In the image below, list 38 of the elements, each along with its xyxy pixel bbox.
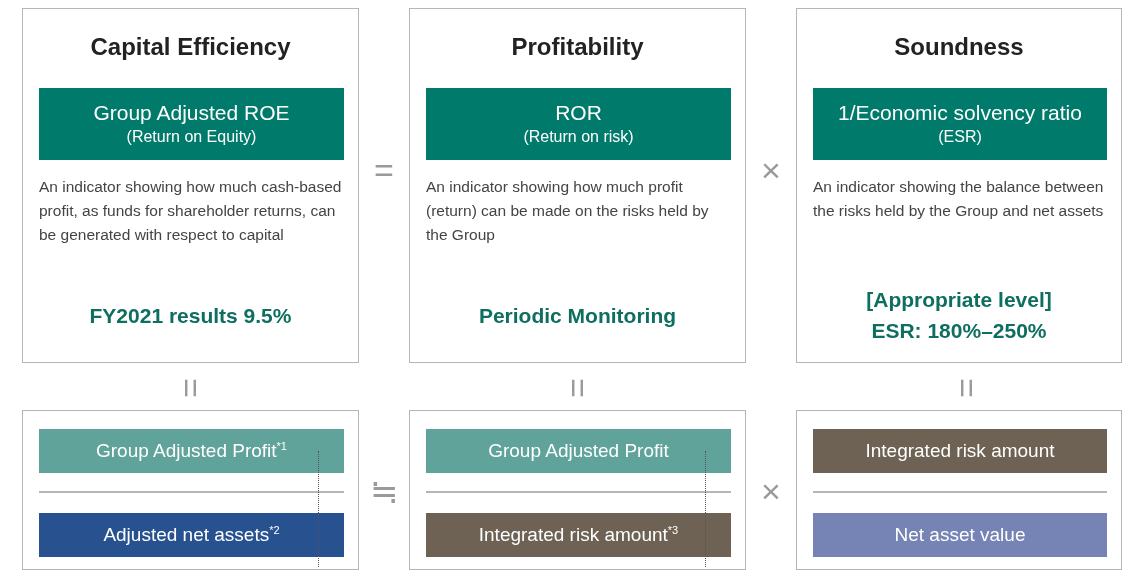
indicator-box: [813, 88, 1107, 160]
operator-sign: ×: [760, 153, 782, 187]
indicator-subtitle: (ESR): [938, 127, 982, 147]
result-text: Periodic Monitoring: [478, 302, 677, 329]
indicator-name: ROR: [555, 100, 602, 126]
operator-sign: =: [950, 377, 984, 400]
result-text: [Appropriate level]: [866, 287, 1052, 313]
operator-sign: =: [174, 377, 208, 400]
indicator-box: [39, 88, 344, 160]
term-bar: Adjusted net assets$^{*2}$: [39, 513, 344, 557]
term-bar: Integrated risk amount: [813, 429, 1107, 473]
operator-sign: =: [561, 377, 595, 400]
formula-card: [409, 410, 746, 570]
indicator-subtitle: (Return on Equity): [126, 127, 257, 147]
description-text: An indicator showing how much profit (return) can be made on the risks held by the Group: [426, 177, 710, 245]
term-bar: Group Adjusted Profit: [426, 429, 731, 473]
term-bar: Net asset value: [813, 513, 1107, 557]
indicator-card: [22, 8, 359, 363]
term-bar: Integrated risk amount$^{*3}$: [426, 513, 731, 557]
operator-sign: =: [373, 153, 395, 187]
result-text: FY2021 results 9.5%: [89, 302, 292, 329]
indicator-card: [409, 8, 746, 363]
indicator-name: 1/Economic solvency ratio: [838, 100, 1082, 126]
indicator-box: [426, 88, 731, 160]
formula-card: [796, 410, 1122, 570]
card-heading: Capital Efficiency: [89, 33, 292, 61]
card-heading: Profitability: [510, 33, 645, 61]
indicator-name: Group Adjusted ROE: [93, 100, 290, 126]
formula-card: [22, 410, 359, 570]
description-text: An indicator showing how much cash-based profit, as funds for shareholder returns, can be generated with respect to capital: [39, 177, 342, 245]
result-text: ESR: 180%–250%: [871, 318, 1047, 344]
description-text: An indicator showing the balance between the risks held by the Group and net assets: [813, 177, 1105, 221]
indicator-card: [796, 8, 1122, 363]
indicator-subtitle: (Return on risk): [523, 127, 634, 147]
card-heading: Soundness: [893, 33, 1025, 61]
term-bar: Group Adjusted Profit$^{*1}$: [39, 429, 344, 473]
operator-sign: ≒: [368, 474, 400, 508]
operator-sign: ×: [760, 474, 782, 508]
